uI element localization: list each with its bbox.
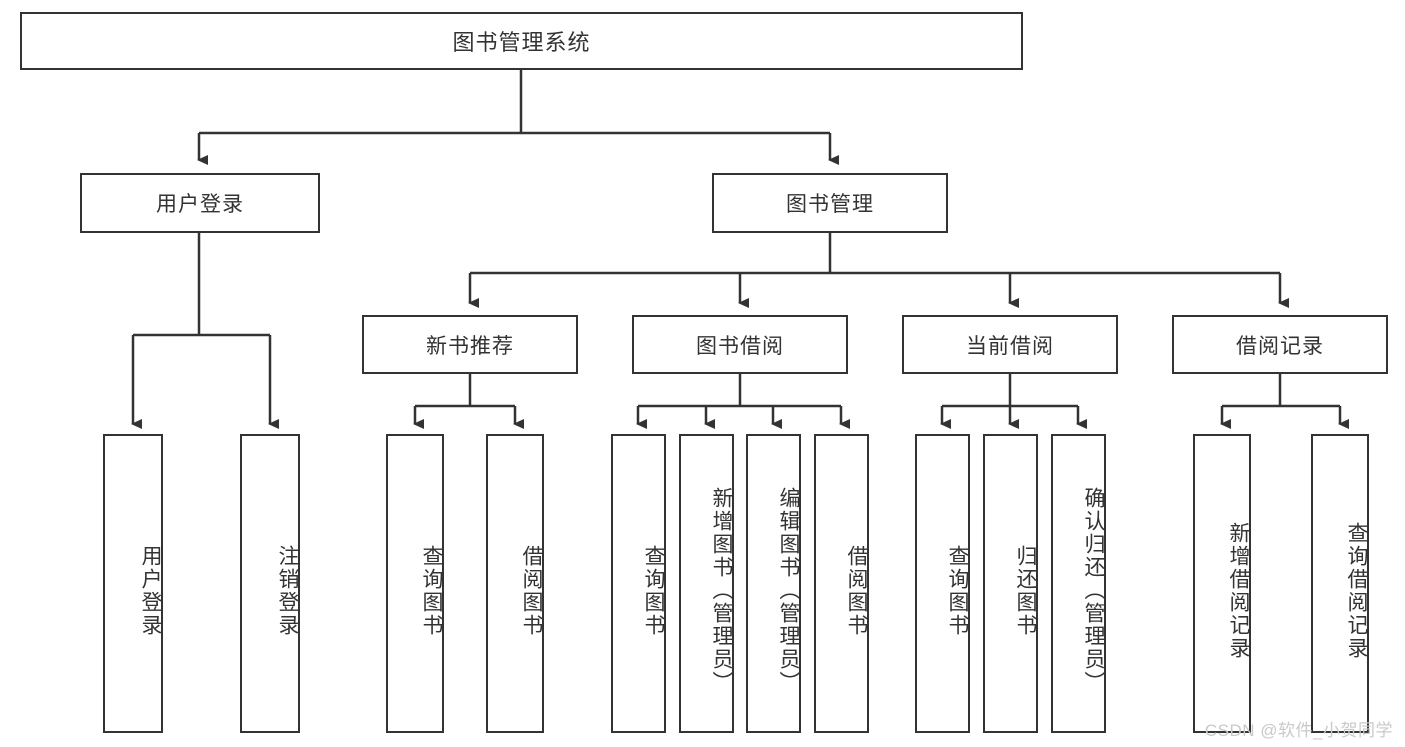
leaf-borrow-book-recommend[interactable]: 借阅图书: [486, 434, 544, 733]
node-label: 当前借阅: [966, 334, 1054, 358]
leaf-query-book-current[interactable]: 查询图书: [915, 434, 970, 733]
node-label: 编辑图书（管理员）: [777, 487, 800, 694]
node-current-borrow[interactable]: 当前借阅: [902, 315, 1118, 374]
node-label: 查询图书: [642, 544, 665, 637]
leaf-confirm-return-admin[interactable]: 确认归还（管理员）: [1051, 434, 1106, 733]
watermark: CSDN @软件_小贺同学: [1204, 721, 1393, 740]
node-label: 归还图书: [1014, 544, 1037, 637]
node-label: 用户登录: [156, 193, 244, 216]
node-label: 图书管理: [786, 193, 874, 216]
node-label: 新增借阅记录: [1227, 521, 1250, 660]
node-label: 借阅图书: [845, 544, 868, 637]
leaf-query-borrow-record[interactable]: 查询借阅记录: [1311, 434, 1369, 733]
leaf-logout[interactable]: 注销登录: [240, 434, 300, 733]
node-label: 查询图书: [946, 544, 969, 637]
node-label: 查询借阅记录: [1345, 521, 1368, 660]
node-label: 查询图书: [420, 544, 443, 637]
node-label: 注销登录: [276, 544, 299, 637]
node-label: 借阅记录: [1236, 334, 1324, 358]
node-new-book-recommend[interactable]: 新书推荐: [362, 315, 578, 374]
node-label: 借阅图书: [520, 544, 543, 637]
node-label: 图书借阅: [696, 334, 784, 358]
node-label: 新书推荐: [426, 334, 514, 358]
leaf-edit-book-admin[interactable]: 编辑图书（管理员）: [746, 434, 801, 733]
node-label: 确认归还（管理员）: [1082, 487, 1105, 694]
leaf-add-book-admin[interactable]: 新增图书（管理员）: [679, 434, 734, 733]
node-borrow-records[interactable]: 借阅记录: [1172, 315, 1388, 374]
leaf-query-book-recommend[interactable]: 查询图书: [386, 434, 444, 733]
leaf-query-book-borrow[interactable]: 查询图书: [611, 434, 666, 733]
leaf-return-book[interactable]: 归还图书: [983, 434, 1038, 733]
leaf-borrow-book[interactable]: 借阅图书: [814, 434, 869, 733]
node-label: 图书管理系统: [452, 30, 591, 55]
node-root-book-management-system[interactable]: 图书管理系统: [20, 12, 1023, 70]
node-label: 用户登录: [139, 544, 162, 637]
node-book-management[interactable]: 图书管理: [712, 173, 948, 233]
node-book-borrow[interactable]: 图书借阅: [632, 315, 848, 374]
leaf-user-login[interactable]: 用户登录: [103, 434, 163, 733]
node-user-login[interactable]: 用户登录: [80, 173, 320, 233]
leaf-add-borrow-record[interactable]: 新增借阅记录: [1193, 434, 1251, 733]
node-label: 新增图书（管理员）: [710, 487, 733, 694]
